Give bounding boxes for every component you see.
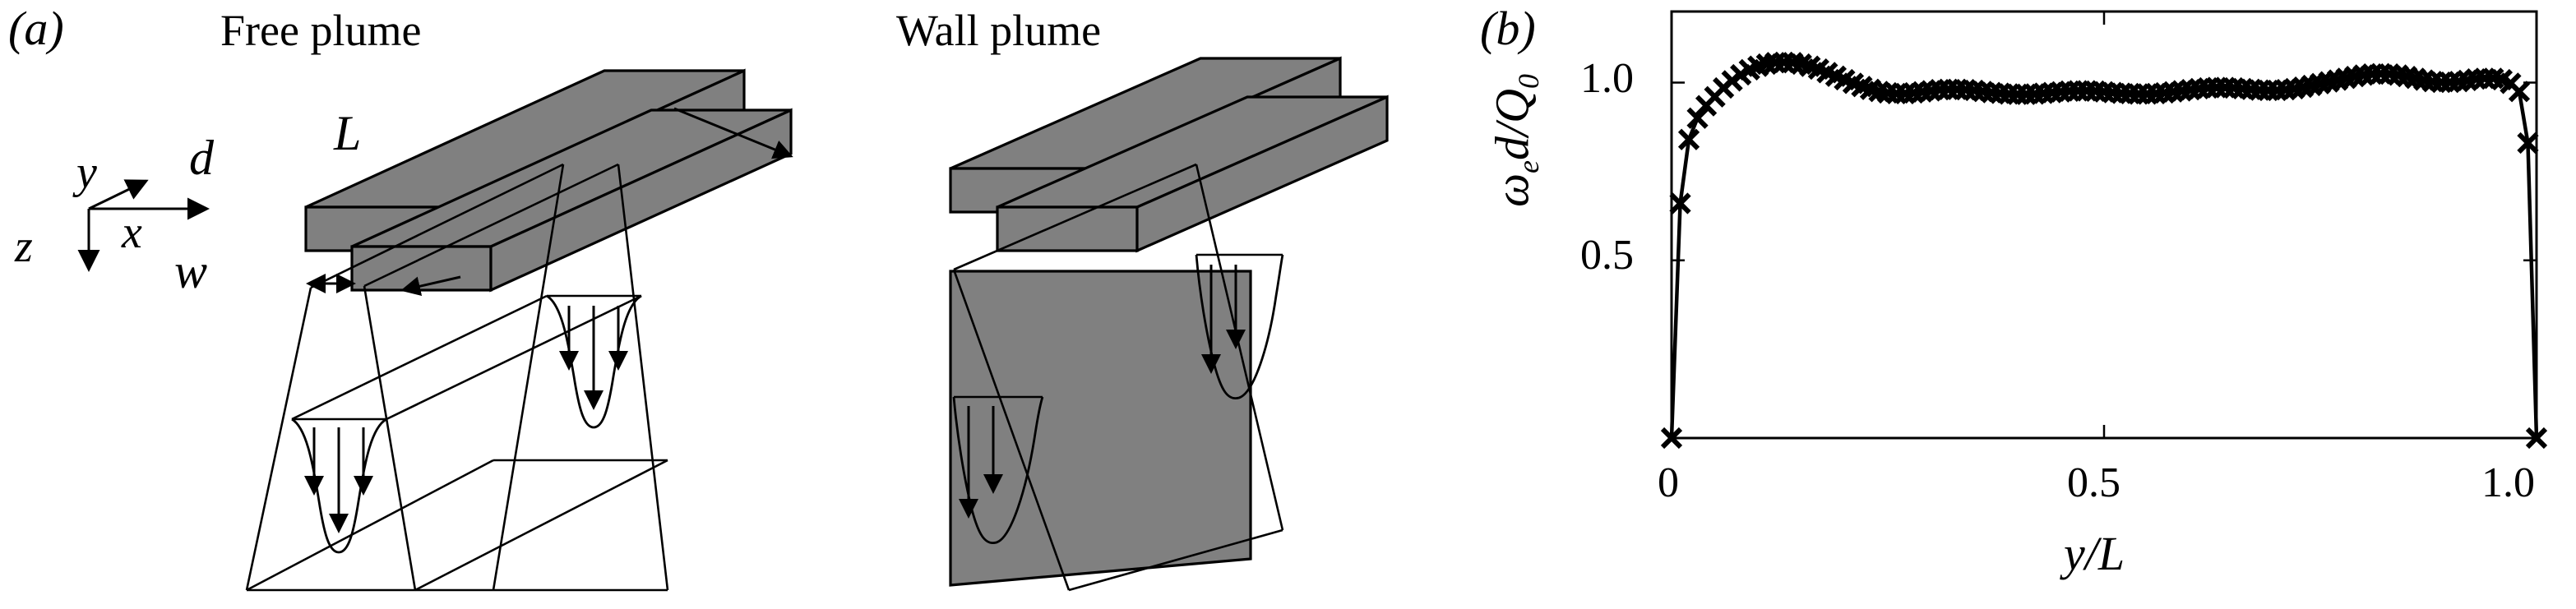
coordinate-axes-triad	[77, 179, 210, 272]
wall-plume-arrows-near	[959, 406, 1003, 519]
x-tick-label-0: 0	[1658, 459, 1679, 506]
data-series-line	[1669, 60, 2539, 441]
wall-plume-schematic	[949, 56, 1389, 592]
x-tick-label-1: 0.5	[2067, 459, 2120, 506]
free-plume-outline	[245, 163, 669, 592]
axis-label-y: y	[76, 147, 97, 198]
velocity-label-w: w	[174, 244, 208, 298]
data-series-markers	[1660, 51, 2548, 450]
free-plume-schematic	[245, 68, 793, 592]
wall-plume-profile-near	[952, 396, 1044, 545]
free-plume-profile-far	[546, 294, 642, 429]
gap-width-label-d: d	[189, 131, 214, 185]
axis-ticks	[1670, 12, 2538, 438]
wall-plume-arrows-far	[1201, 265, 1246, 374]
schematic-drawing	[77, 56, 1389, 592]
free-plume-title: Free plume	[220, 6, 422, 55]
wall-plume-outline	[952, 163, 1284, 592]
wall-plume-profile-far	[1195, 254, 1284, 400]
length-dimension-arrow-L	[400, 275, 461, 297]
slot-length-label-L: L	[334, 106, 362, 160]
panel-a-tag: (a)	[8, 2, 64, 55]
panel-b-tag: (b)	[1480, 2, 1536, 55]
axis-label-x: x	[122, 207, 142, 258]
wall-plume-slab-near	[996, 95, 1389, 253]
y-tick-label-1: 1.0	[1580, 55, 1634, 102]
x-axis-title: y/L	[2064, 527, 2125, 580]
free-plume-slab-near	[350, 108, 793, 293]
free-plume-arrows-near	[304, 427, 373, 533]
slot-direction-arrow	[673, 107, 793, 159]
wall-plume-title: Wall plume	[896, 6, 1102, 55]
free-plume-arrows-far	[559, 306, 628, 410]
axis-label-z: z	[15, 221, 33, 272]
wall-plane	[949, 270, 1252, 587]
free-plume-profile-near	[291, 418, 387, 554]
x-tick-label-2: 1.0	[2481, 459, 2535, 506]
y-tick-label-0: 0.5	[1580, 232, 1634, 279]
